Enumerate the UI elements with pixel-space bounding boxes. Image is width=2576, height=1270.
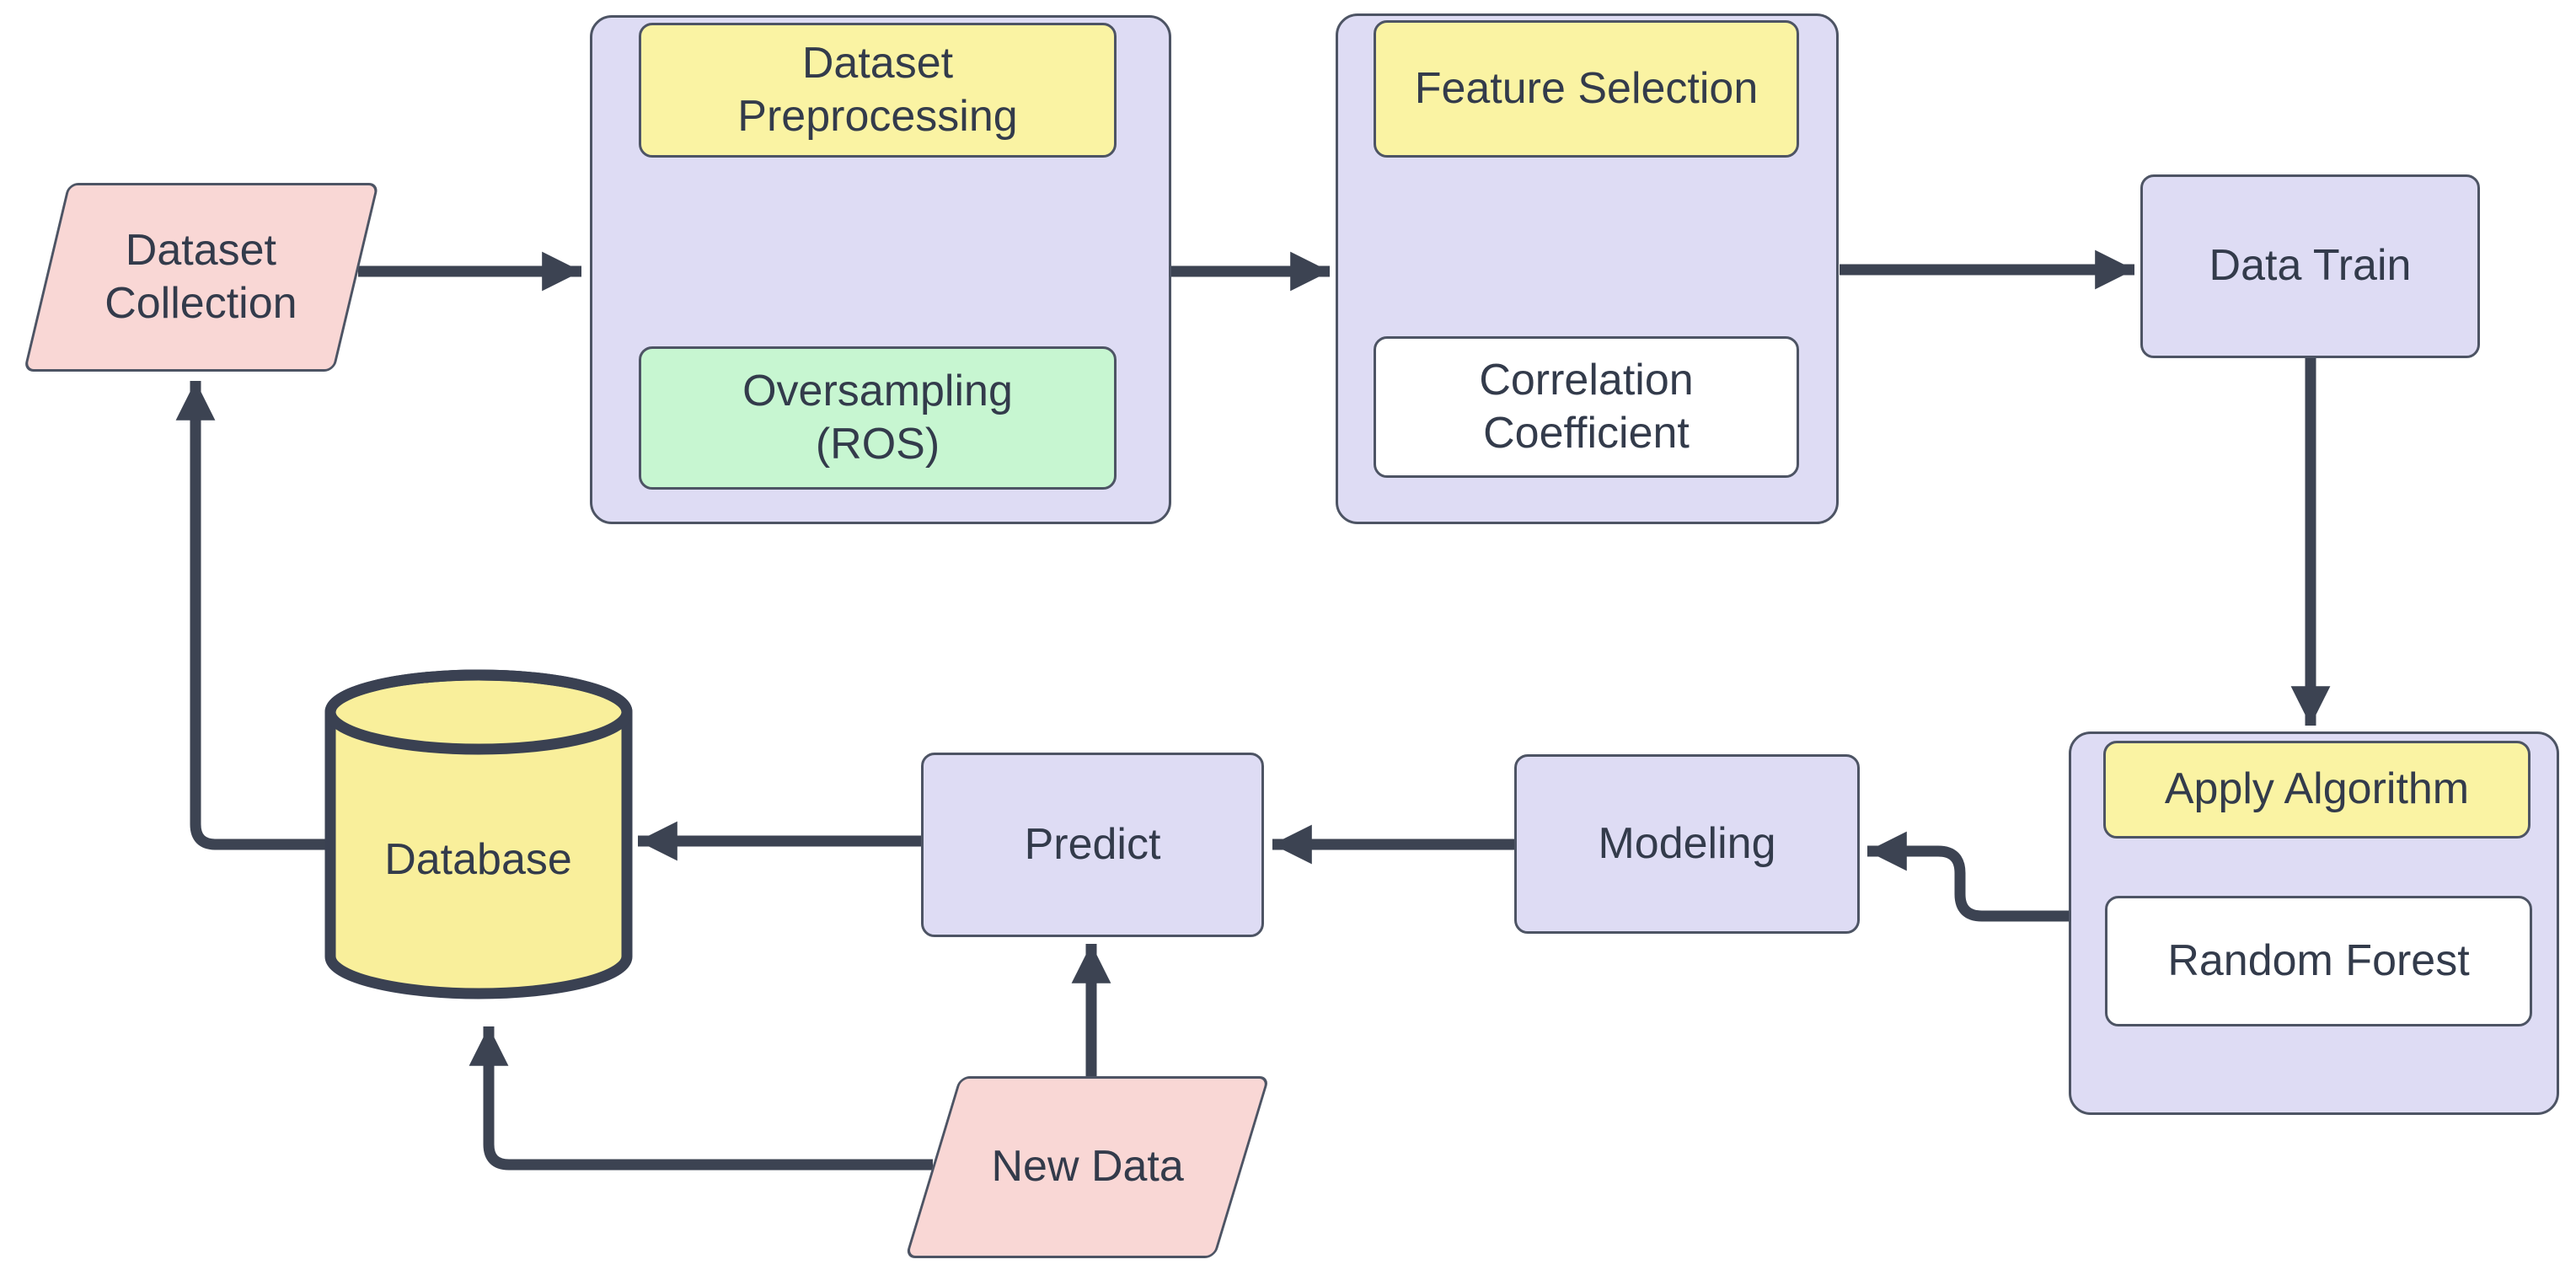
node-new-data-label: New Data — [991, 1142, 1184, 1192]
node-data-train-label: Data Train — [2209, 241, 2412, 291]
edge-new-data-to-database — [469, 1026, 933, 1171]
node-predict-label: Predict — [1024, 819, 1161, 869]
node-data-train[interactable]: Data Train — [2140, 174, 2480, 358]
node-modeling[interactable]: Modeling — [1514, 754, 1860, 934]
node-dataset-collection[interactable]: Dataset Collection — [23, 183, 379, 372]
node-correlation-coefficient-label: Correlation Coefficient — [1479, 355, 1694, 458]
node-oversampling-ros[interactable]: Oversampling (ROS) — [639, 346, 1117, 490]
node-feature-selection-label: Feature Selection — [1414, 63, 1759, 113]
edge-apply-algorithm-to-modeling — [1867, 831, 2069, 922]
database-cylinder-rim — [324, 669, 633, 755]
node-apply-algorithm-group[interactable]: Apply Algorithm Random Forest — [2069, 731, 2559, 1115]
node-random-forest-label: Random Forest — [2167, 935, 2470, 985]
node-database[interactable]: Database — [324, 784, 632, 935]
node-feature-selection-header[interactable]: Feature Selection — [1374, 20, 1799, 158]
node-correlation-coefficient[interactable]: Correlation Coefficient — [1374, 336, 1799, 478]
node-predict[interactable]: Predict — [921, 753, 1264, 937]
node-feature-selection-group[interactable]: Feature Selection Correlation Coefficien… — [1336, 13, 1839, 524]
node-dataset-preprocessing-label: Dataset Preprocessing — [737, 38, 1018, 141]
node-dataset-preprocessing-header[interactable]: Dataset Preprocessing — [639, 23, 1117, 158]
node-random-forest[interactable]: Random Forest — [2105, 896, 2532, 1026]
node-dataset-preprocessing-group[interactable]: Dataset Preprocessing Oversampling (ROS) — [590, 15, 1171, 524]
node-apply-algorithm-label: Apply Algorithm — [2164, 764, 2470, 814]
edge-database-to-dataset-collection — [175, 381, 325, 850]
database-cylinder-shape[interactable] — [324, 669, 633, 999]
node-dataset-collection-label: Dataset Collection — [104, 225, 297, 328]
node-apply-algorithm-header[interactable]: Apply Algorithm — [2103, 741, 2530, 839]
node-database-label: Database — [384, 835, 572, 884]
node-oversampling-ros-label: Oversampling (ROS) — [742, 366, 1013, 469]
node-modeling-label: Modeling — [1598, 818, 1776, 868]
node-new-data[interactable]: New Data — [904, 1076, 1270, 1258]
